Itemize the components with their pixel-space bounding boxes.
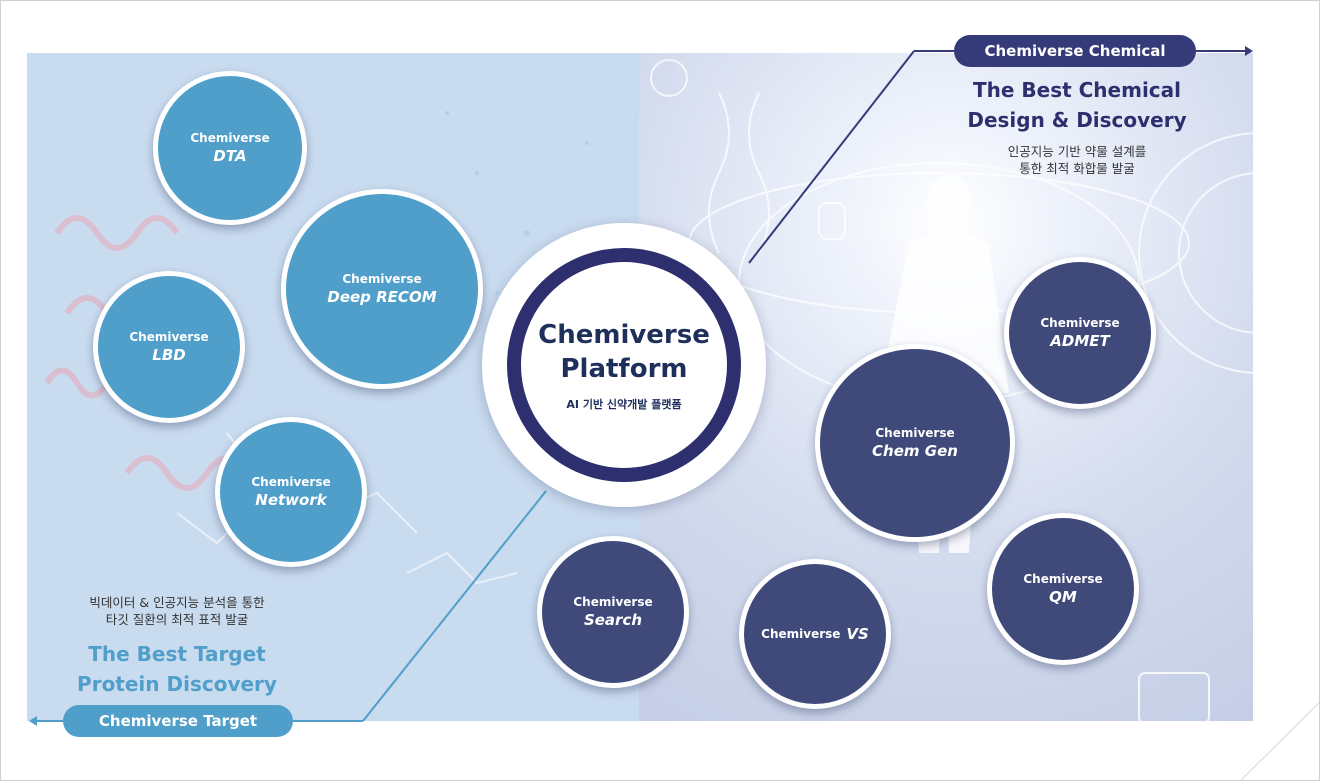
target-desc-line1: 빅데이터 & 인공지능 분석을 통한 xyxy=(89,595,265,610)
node-chem-gen-product: Chem Gen xyxy=(872,442,958,460)
node-dta-product: DTA xyxy=(213,147,247,165)
chemical-heading: The Best Chemical Design & Discovery xyxy=(951,75,1203,135)
node-deep-recom-brand: Chemiverse xyxy=(342,272,422,286)
node-network-product: Network xyxy=(255,491,327,509)
platform-title-line2: Platform xyxy=(560,354,688,384)
chemical-desc-line2: 통한 최적 화합물 발굴 xyxy=(1019,161,1135,176)
target-heading-line2: Protein Discovery xyxy=(77,672,277,696)
platform-title-line1: Chemiverse xyxy=(538,320,710,350)
target-description: 빅데이터 & 인공지능 분석을 통한 타깃 질환의 최적 표적 발굴 xyxy=(41,594,313,628)
chemical-desc-line1: 인공지능 기반 약물 설계를 xyxy=(1007,144,1147,159)
node-deep-recom-product: Deep RECOM xyxy=(327,288,437,306)
node-chem-gen: Chemiverse Chem Gen xyxy=(815,344,1015,542)
node-search-brand: Chemiverse xyxy=(573,595,653,609)
node-vs-product: VS xyxy=(846,625,869,643)
chemical-heading-line2: Design & Discovery xyxy=(967,108,1187,132)
node-search: Chemiverse Search xyxy=(537,536,689,688)
node-chem-gen-brand: Chemiverse xyxy=(875,426,955,440)
node-qm-product: QM xyxy=(1049,588,1077,606)
target-heading-line1: The Best Target xyxy=(88,642,266,666)
node-network-brand: Chemiverse xyxy=(251,475,331,489)
platform-ring: Chemiverse Platform AI 기반 신약개발 플랫폼 xyxy=(507,248,741,482)
node-dta: Chemiverse DTA xyxy=(153,71,307,225)
chemical-heading-line1: The Best Chemical xyxy=(972,78,1182,102)
node-qm-brand: Chemiverse xyxy=(1023,572,1103,586)
target-desc-line2: 타깃 질환의 최적 표적 발굴 xyxy=(105,612,249,627)
platform-subtitle: AI 기반 신약개발 플랫폼 xyxy=(566,398,682,411)
node-vs: Chemiverse VS xyxy=(739,559,891,709)
node-vs-brand: Chemiverse xyxy=(761,627,841,641)
node-admet: Chemiverse ADMET xyxy=(1004,257,1156,409)
node-lbd-product: LBD xyxy=(152,346,186,364)
target-pill: Chemiverse Target xyxy=(63,705,293,737)
node-search-product: Search xyxy=(583,611,643,629)
node-network: Chemiverse Network xyxy=(215,417,367,567)
platform-center: Chemiverse Platform AI 기반 신약개발 플랫폼 xyxy=(482,223,766,507)
node-lbd: Chemiverse LBD xyxy=(93,271,245,423)
node-admet-product: ADMET xyxy=(1050,332,1110,350)
chemical-pill: Chemiverse Chemical xyxy=(954,35,1196,67)
node-qm: Chemiverse QM xyxy=(987,513,1139,665)
target-heading: The Best Target Protein Discovery xyxy=(57,639,297,699)
node-deep-recom: Chemiverse Deep RECOM xyxy=(281,189,483,389)
chemical-description: 인공지능 기반 약물 설계를 통한 최적 화합물 발굴 xyxy=(953,143,1201,177)
node-admet-brand: Chemiverse xyxy=(1040,316,1120,330)
node-lbd-brand: Chemiverse xyxy=(129,330,209,344)
node-dta-brand: Chemiverse xyxy=(190,131,270,145)
